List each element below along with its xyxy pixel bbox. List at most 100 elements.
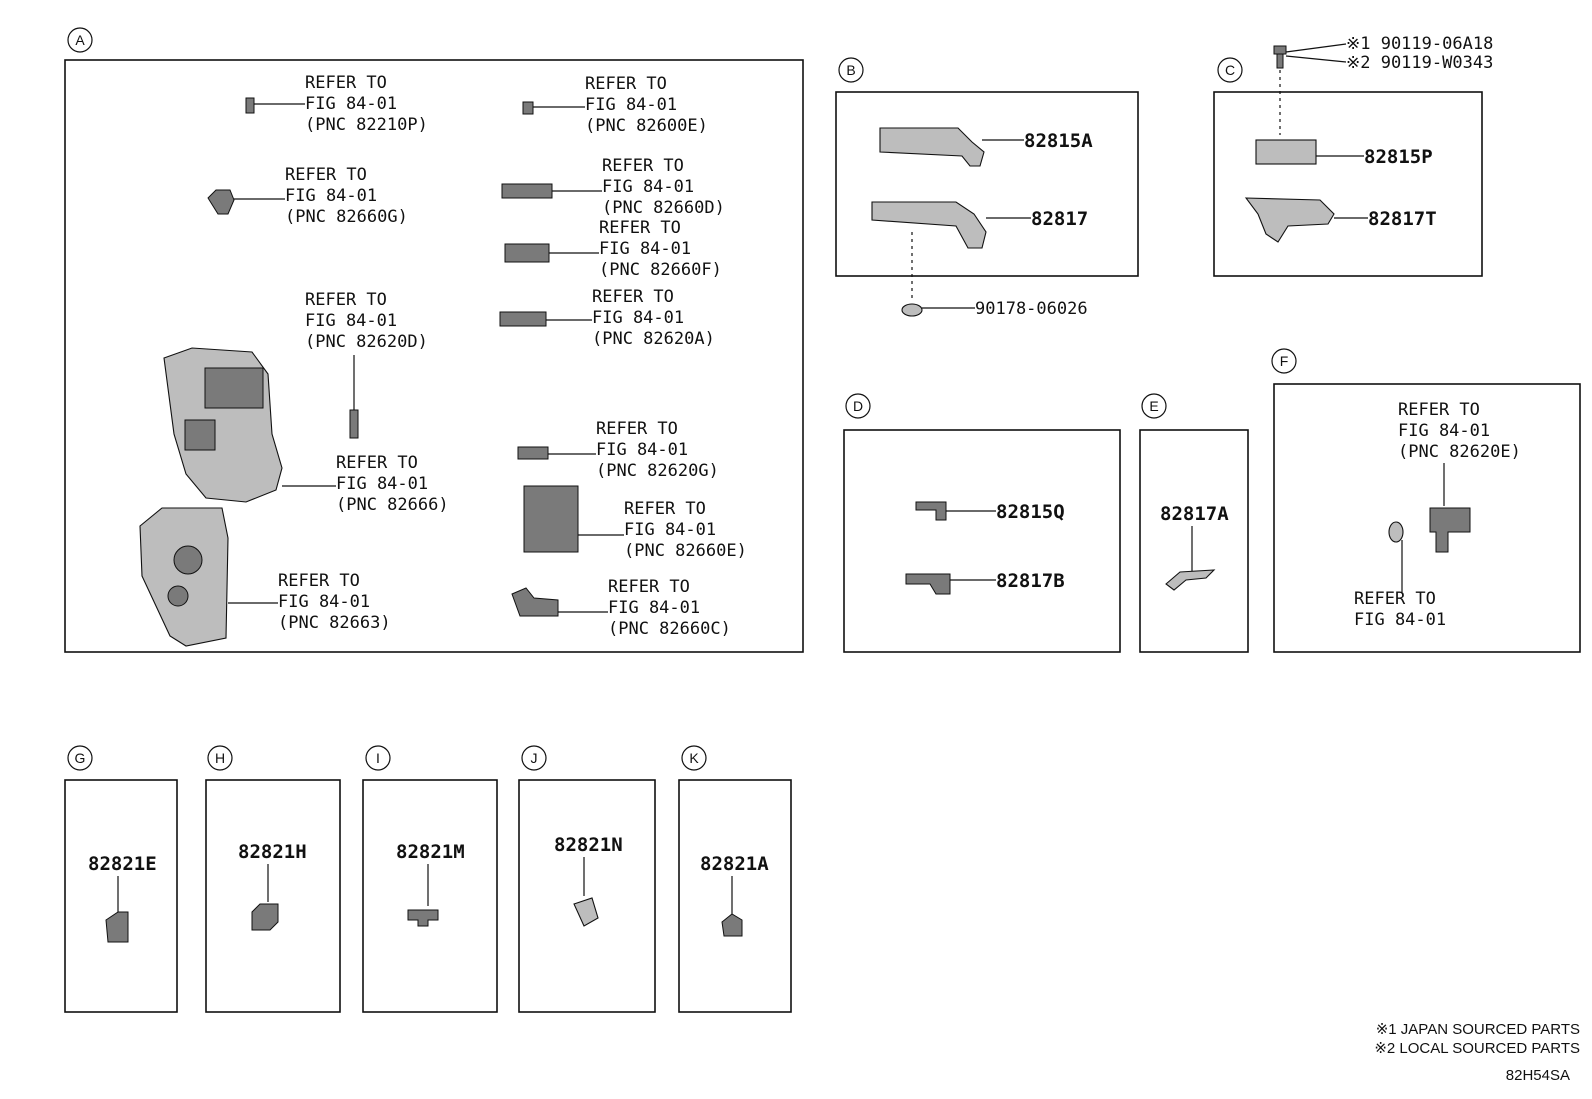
ref-82660D[interactable]: REFER TO FIG 84-01 (PNC 82660D) xyxy=(501,156,725,218)
section-d-frame xyxy=(843,429,1121,653)
ref-82666[interactable]: REFER TO FIG 84-01 (PNC 82666) xyxy=(163,347,449,515)
note-local-sourced: ※2 LOCAL SOURCED PARTS xyxy=(1374,1040,1580,1057)
svg-text:FIG 84-01: FIG 84-01 xyxy=(585,95,677,115)
svg-text:(PNC 82666): (PNC 82666) xyxy=(336,495,449,515)
ref-82660C[interactable]: REFER TO FIG 84-01 (PNC 82660C) xyxy=(511,577,731,639)
svg-text:REFER TO: REFER TO xyxy=(1398,400,1480,420)
section-b: B 82815A 82817 90178-06026 xyxy=(835,57,1139,319)
section-a-marker xyxy=(67,27,93,53)
svg-text:※1 90119-06A18: ※1 90119-06A18 xyxy=(1346,34,1493,54)
svg-text:REFER TO: REFER TO xyxy=(608,577,690,597)
svg-text:REFER TO: REFER TO xyxy=(624,499,706,519)
part-82815P[interactable]: 82815P xyxy=(1255,139,1433,168)
svg-text:(PNC 82620E): (PNC 82620E) xyxy=(1398,442,1521,462)
section-k-letter: K xyxy=(689,750,699,766)
svg-text:FIG 84-01: FIG 84-01 xyxy=(602,177,694,197)
section-j-marker xyxy=(521,745,547,771)
part-82817[interactable]: 82817 xyxy=(871,201,1088,249)
svg-text:FIG 84-01: FIG 84-01 xyxy=(608,598,700,618)
section-j-letter: J xyxy=(531,750,538,766)
part-90178-06026[interactable]: 90178-06026 xyxy=(901,232,1088,319)
section-g: G 82821E xyxy=(64,745,178,1013)
section-i: I 82821M xyxy=(362,745,498,1013)
svg-text:FIG 84-01: FIG 84-01 xyxy=(596,440,688,460)
section-j-frame xyxy=(518,779,656,1013)
svg-text:REFER TO: REFER TO xyxy=(305,290,387,310)
svg-text:(PNC 82660G): (PNC 82660G) xyxy=(285,207,408,227)
svg-text:(PNC 82600E): (PNC 82600E) xyxy=(585,116,708,136)
section-i-letter: I xyxy=(376,750,380,766)
section-e: E 82817A xyxy=(1139,393,1249,653)
ref-82620D[interactable]: REFER TO FIG 84-01 (PNC 82620D) xyxy=(305,290,428,439)
section-k-marker xyxy=(681,745,707,771)
ref-82660F[interactable]: REFER TO FIG 84-01 (PNC 82660F) xyxy=(504,218,722,280)
section-d-letter: D xyxy=(853,398,863,414)
part-82821H[interactable]: 82821H xyxy=(238,841,307,931)
part-82821E[interactable]: 82821E xyxy=(88,853,157,943)
part-82817B[interactable]: 82817B xyxy=(905,570,1065,595)
svg-text:82821H: 82821H xyxy=(238,841,307,863)
section-b-frame xyxy=(835,91,1139,277)
section-f: F REFER TO FIG 84-01 (PNC 82620E) REFER … xyxy=(1271,348,1581,653)
section-d: D 82815Q 82817B xyxy=(843,393,1121,653)
svg-text:(PNC 82620G): (PNC 82620G) xyxy=(596,461,719,481)
section-h-marker xyxy=(207,745,233,771)
part-82821A[interactable]: 82821A xyxy=(700,853,769,937)
svg-text:FIG 84-01: FIG 84-01 xyxy=(278,592,370,612)
svg-text:FIG 84-01: FIG 84-01 xyxy=(336,474,428,494)
part-82821N[interactable]: 82821N xyxy=(554,834,623,927)
svg-text:(PNC 82660F): (PNC 82660F) xyxy=(599,260,722,280)
svg-text:(PNC 82620D): (PNC 82620D) xyxy=(305,332,428,352)
svg-text:REFER TO: REFER TO xyxy=(592,287,674,307)
ref-82620G[interactable]: REFER TO FIG 84-01 (PNC 82620G) xyxy=(517,419,719,481)
part-82815A[interactable]: 82815A xyxy=(879,127,1093,167)
part-82821M[interactable]: 82821M xyxy=(396,841,465,927)
footnotes: ※1 JAPAN SOURCED PARTS ※2 LOCAL SOURCED … xyxy=(1374,1021,1580,1084)
section-c-frame xyxy=(1213,91,1483,277)
ref-fig-84-01[interactable]: REFER TO FIG 84-01 xyxy=(1354,521,1446,630)
section-e-frame xyxy=(1139,429,1249,653)
section-a: A REFER TO FIG 84-01 (PNC 82210P) REFER … xyxy=(64,27,804,653)
svg-text:FIG 84-01: FIG 84-01 xyxy=(599,239,691,259)
svg-text:FIG 84-01: FIG 84-01 xyxy=(1398,421,1490,441)
section-d-marker xyxy=(845,393,871,419)
section-b-letter: B xyxy=(846,62,855,78)
section-g-letter: G xyxy=(75,750,86,766)
section-a-frame xyxy=(64,59,804,653)
section-c-marker xyxy=(1217,57,1243,83)
part-82817A[interactable]: 82817A xyxy=(1160,503,1229,591)
svg-text:82821A: 82821A xyxy=(700,853,769,875)
part-bolt-90119[interactable]: ※1 90119-06A18 ※2 90119-W0343 xyxy=(1273,34,1493,135)
ref-82600E[interactable]: REFER TO FIG 84-01 (PNC 82600E) xyxy=(522,74,708,136)
section-i-marker xyxy=(365,745,391,771)
part-82817T[interactable]: 82817T xyxy=(1244,197,1437,243)
svg-text:REFER TO: REFER TO xyxy=(602,156,684,176)
part-82815Q[interactable]: 82815Q xyxy=(915,501,1065,523)
svg-text:(PNC 82660E): (PNC 82660E) xyxy=(624,541,747,561)
section-j: J 82821N xyxy=(518,745,656,1013)
svg-text:82815P: 82815P xyxy=(1364,146,1433,168)
ref-82663[interactable]: REFER TO FIG 84-01 (PNC 82663) xyxy=(139,507,391,647)
svg-text:REFER TO: REFER TO xyxy=(585,74,667,94)
svg-text:※2 90119-W0343: ※2 90119-W0343 xyxy=(1346,53,1493,73)
section-h-letter: H xyxy=(215,750,225,766)
svg-text:(PNC 82660C): (PNC 82660C) xyxy=(608,619,731,639)
svg-text:(PNC 82663): (PNC 82663) xyxy=(278,613,391,633)
svg-text:FIG 84-01: FIG 84-01 xyxy=(624,520,716,540)
ref-82660G[interactable]: REFER TO FIG 84-01 (PNC 82660G) xyxy=(207,165,408,227)
svg-text:(PNC 82660D): (PNC 82660D) xyxy=(602,198,725,218)
svg-text:FIG 84-01: FIG 84-01 xyxy=(305,311,397,331)
svg-text:82817: 82817 xyxy=(1031,208,1088,230)
ref-82210P[interactable]: REFER TO FIG 84-01 (PNC 82210P) xyxy=(245,73,428,135)
ref-82620E[interactable]: REFER TO FIG 84-01 (PNC 82620E) xyxy=(1398,400,1521,553)
svg-text:FIG 84-01: FIG 84-01 xyxy=(592,308,684,328)
ref-82660E[interactable]: REFER TO FIG 84-01 (PNC 82660E) xyxy=(523,485,747,561)
section-e-marker xyxy=(1141,393,1167,419)
ref-82620A[interactable]: REFER TO FIG 84-01 (PNC 82620A) xyxy=(499,287,715,349)
section-b-marker xyxy=(838,57,864,83)
section-i-frame xyxy=(362,779,498,1013)
svg-text:82815A: 82815A xyxy=(1024,130,1093,152)
svg-text:82821N: 82821N xyxy=(554,834,623,856)
